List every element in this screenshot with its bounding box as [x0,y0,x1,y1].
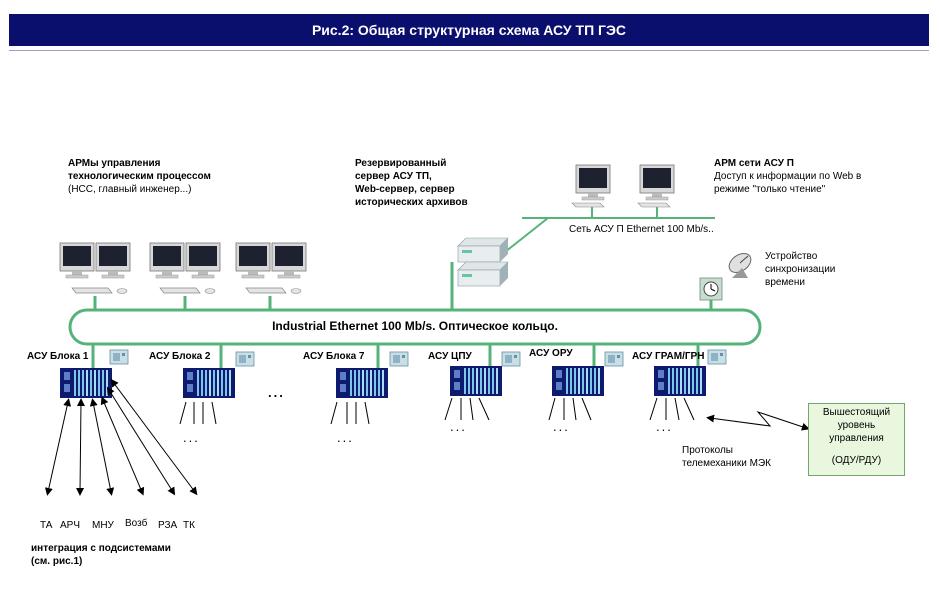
upper-level-line-3: управления [829,433,884,444]
protocols-label-2: телемеханики МЭК [682,458,771,469]
server-label-1: Резервированный [355,158,447,169]
arm-title-1: АРМы управления [68,158,161,169]
workstation-2 [149,242,221,294]
ellipsis-gram: ... [656,419,673,434]
subsystem-mnu: МНУ [92,520,114,531]
apm-line-1: Доступ к информации по Web в [714,171,862,182]
workstation-3 [235,242,307,294]
ellipsis-oru: ... [553,419,570,434]
apm-line-2: режиме "только чтение" [714,184,826,195]
upper-level-line-4: (ОДУ/РДУ) [831,455,882,466]
sync-label-2: синхронизации [765,264,836,275]
sync-label-3: времени [765,277,805,288]
sync-label-1: Устройство [765,251,818,262]
controller-label-1: АСУ Блока 1 [27,351,89,362]
ellipsis-cpu: ... [450,419,467,434]
ring-label: Industrial Ethernet 100 Mb/s. Оптическое… [272,319,558,333]
controller-label-oru: АСУ ОРУ [529,348,573,359]
server-label-2: сервер АСУ ТП, [355,171,432,182]
upper-level-line-2: уровень [837,420,876,431]
asu-p-workstation-1 [571,164,611,208]
controller-label-gram: АСУ ГРАМ/ГРН [632,351,705,362]
integration-label-2: (см. рис.1) [31,556,83,567]
satellite-dish-icon [728,252,752,278]
ellipsis-block-2: ... [183,430,200,445]
subsystem-ta: ТА [40,520,53,531]
ellipsis-between-blocks: ... [268,385,285,400]
upper-level-box: Вышестоящий уровень управления (ОДУ/РДУ) [808,403,905,476]
workstation-1 [59,242,131,294]
controller-label-2: АСУ Блока 2 [149,351,211,362]
subsystem-arch: АРЧ [60,520,81,531]
subsystem-vozb: Возб [125,518,148,529]
arm-title-2: технологическим процессом [68,171,211,182]
page-title: Рис.2: Общая структурная схема АСУ ТП ГЭ… [9,14,929,46]
title-underline [9,50,929,51]
controller-label-cpu: АСУ ЦПУ [428,351,472,362]
server-stack [457,237,509,287]
controller-label-7: АСУ Блока 7 [303,351,365,362]
apm-title: АРМ сети АСУ П [714,158,794,169]
arm-subtitle: (НСС, главный инженер...) [68,184,192,195]
protocols-label-1: Протоколы [682,445,733,456]
server-label-3: Web-сервер, сервер [355,184,455,195]
telemetry-link [706,410,810,431]
subsystem-rza: РЗА [158,520,178,531]
clock-icon [699,277,723,301]
upper-level-line-1: Вышестоящий [822,407,891,418]
server-label-4: исторических архивов [355,197,468,208]
optical-ring [68,308,762,346]
subsystem-tk: ТК [183,520,195,531]
asu-p-network-label: Сеть АСУ П Ethernet 100 Mb/s.. [569,224,714,235]
ellipsis-block-7: ... [337,430,354,445]
integration-label-1: интеграция с подсистемами [31,543,171,554]
asu-p-workstation-2 [637,164,675,208]
field-lines [179,397,695,425]
